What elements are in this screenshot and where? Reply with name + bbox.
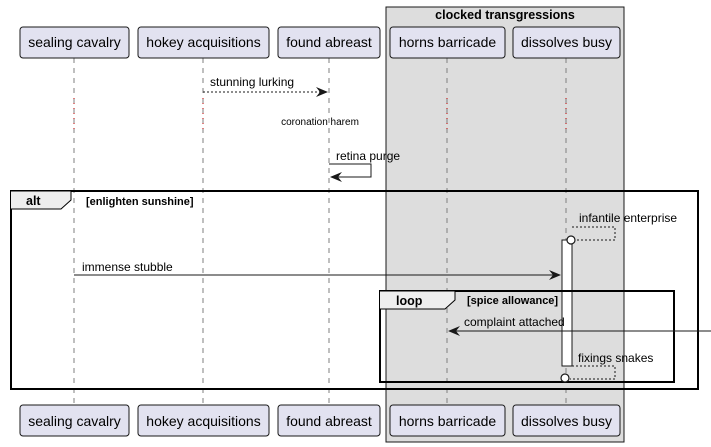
alt-fragment: alt [enlighten sunshine] [10, 190, 699, 390]
participant-group-box: clocked transgressions [385, 6, 625, 443]
participant-sealing-top[interactable]: sealing cavalry [19, 26, 130, 59]
participant-found-top[interactable]: found abreast [277, 26, 381, 59]
svg-text:fixings snakes: fixings snakes [578, 351, 653, 365]
loop-keyword: loop [396, 294, 423, 308]
svg-text:retina purge: retina purge [336, 149, 400, 163]
svg-text:stunning lurking: stunning lurking [210, 75, 294, 89]
participant-footer: sealing cavalry hokey acquisitions found… [19, 404, 621, 437]
alt-guard: [enlighten sunshine] [86, 196, 194, 208]
svg-text:infantile enterprise: infantile enterprise [579, 211, 677, 225]
message-fixings-snakes: fixings snakes [560, 351, 653, 383]
message-immense-stubble: immense stubble [74, 260, 561, 280]
message-retina-purge: retina purge [329, 149, 400, 182]
lifelines [73, 58, 567, 405]
svg-text:sealing cavalry: sealing cavalry [28, 413, 121, 429]
loop-fragment: loop [spice allowance] [379, 290, 675, 383]
svg-text:found abreast: found abreast [286, 34, 372, 50]
loop-guard: [spice allowance] [467, 295, 558, 307]
svg-text:horns barricade: horns barricade [399, 34, 496, 50]
group-title: clocked transgressions [435, 8, 575, 22]
participant-dissolves-bottom[interactable]: dissolves busy [512, 404, 621, 437]
message-complaint-attached: complaint attached [448, 315, 711, 336]
participant-sealing-bottom[interactable]: sealing cavalry [19, 404, 130, 437]
activation-bar [561, 239, 573, 367]
divider-label: coronation harem [281, 117, 359, 128]
svg-text:hokey acquisitions: hokey acquisitions [146, 34, 260, 50]
participant-horns-bottom[interactable]: horns barricade [389, 404, 506, 437]
svg-text:immense stubble: immense stubble [82, 260, 173, 274]
svg-text:found abreast: found abreast [286, 413, 372, 429]
svg-text:dissolves busy: dissolves busy [521, 34, 612, 50]
participant-hokey-bottom[interactable]: hokey acquisitions [137, 404, 270, 437]
svg-text:dissolves busy: dissolves busy [521, 413, 612, 429]
svg-text:complaint attached: complaint attached [464, 315, 565, 329]
message-stunning-lurking: stunning lurking [203, 75, 328, 97]
svg-text:horns barricade: horns barricade [399, 413, 496, 429]
participant-found-bottom[interactable]: found abreast [277, 404, 381, 437]
participant-dissolves-top[interactable]: dissolves busy [512, 26, 621, 59]
divider [73, 98, 567, 132]
alt-keyword: alt [26, 194, 41, 208]
svg-text:hokey acquisitions: hokey acquisitions [146, 413, 260, 429]
participant-horns-top[interactable]: horns barricade [389, 26, 506, 59]
participant-hokey-top[interactable]: hokey acquisitions [137, 26, 270, 59]
participant-header: sealing cavalry hokey acquisitions found… [19, 26, 621, 59]
message-infantile-enterprise: infantile enterprise [566, 211, 677, 245]
svg-text:sealing cavalry: sealing cavalry [28, 34, 121, 50]
